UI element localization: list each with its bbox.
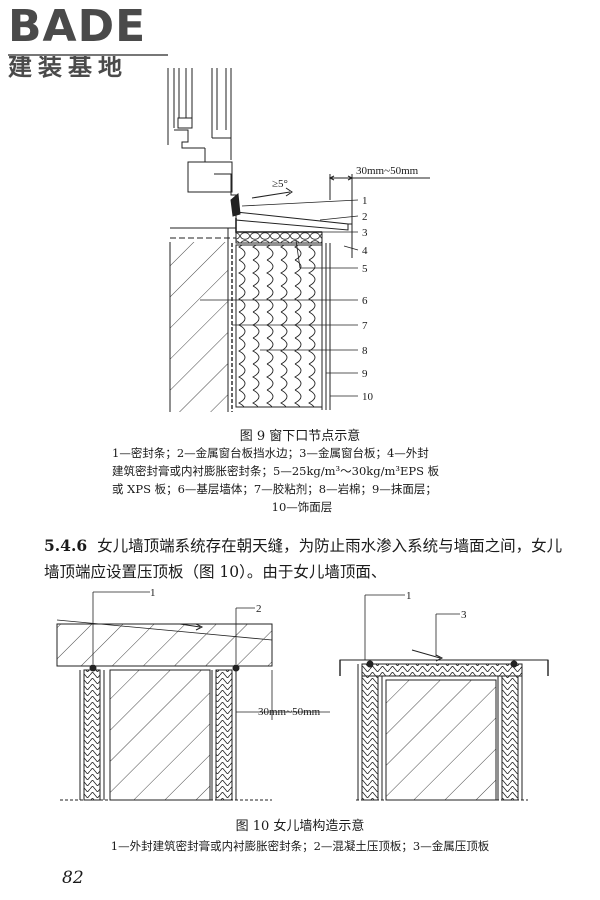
- logo-subtitle: 建装基地: [8, 53, 128, 81]
- fig10-left-callouts: 1 2 30mm~50mm: [150, 587, 321, 718]
- fig9-legend-line: 10—饰面层: [271, 500, 333, 514]
- page-number: 82: [62, 868, 84, 888]
- fig10-right-callouts: 1 3: [406, 590, 467, 621]
- slope-arrow: [251, 191, 291, 199]
- fig9-caption: 图 9 窗下口节点示意: [239, 429, 361, 444]
- fig9-callouts: 1 2 3 4 5 6 7 8 9 10 ≥5° 30mm~50mm: [272, 165, 419, 403]
- fig9-callout-10: 10: [362, 391, 374, 403]
- fig10-right-callout-1: 1: [406, 590, 412, 602]
- fig10-dimension-label: 30mm~50mm: [258, 706, 321, 718]
- fig10-right-callout-3: 3: [461, 609, 467, 621]
- logo: BADE 建装基地: [8, 1, 168, 82]
- rock-wool: [235, 244, 323, 408]
- fig9-callout-2: 2: [362, 211, 368, 223]
- fig9-callout-7: 7: [362, 320, 368, 332]
- section-number: 5.4.6: [44, 536, 88, 555]
- fig9-callout-1: 1: [362, 195, 368, 207]
- section-body: 女儿墙顶端系统存在朝天缝，为防止雨水渗入系统与墙面之间，女儿墙顶端应设置压顶板（…: [44, 537, 563, 581]
- fig9-callout-6: 6: [362, 295, 368, 307]
- fig10-left-callout-2: 2: [256, 603, 262, 615]
- fig9-callout-3: 3: [362, 227, 368, 239]
- fig9-slope-label: ≥5°: [272, 178, 288, 190]
- fig9-legend-line: 或 XPS 板；6—基层墙体；7—胶粘剂；8—岩棉；9—抹面层；: [112, 482, 437, 496]
- window-frame: [167, 68, 238, 239]
- eps-board: [235, 231, 323, 244]
- fig9-leaders: [200, 199, 359, 397]
- fig9-callout-4: 4: [362, 245, 368, 257]
- sealing-strip: [230, 192, 241, 217]
- logo-wordmark: BADE: [8, 1, 147, 52]
- fig9-callout-5: 5: [362, 263, 368, 275]
- fig9-callout-8: 8: [362, 345, 368, 357]
- fig9-dimension-label: 30mm~50mm: [356, 165, 419, 177]
- fig9-legend-line: 1—密封条；2—金属窗台板挡水边；3—金属窗台板；4—外封: [112, 446, 429, 460]
- fig9-legend: 1—密封条；2—金属窗台板挡水边；3—金属窗台板；4—外封 建筑密封膏或内衬膨胀…: [112, 444, 492, 516]
- fig9-drawing: [167, 68, 430, 412]
- base-wall: [170, 242, 228, 412]
- fig9-dimension: [328, 174, 430, 224]
- logo-divider: [8, 54, 168, 56]
- fig9-callout-9: 9: [362, 368, 368, 380]
- fig10-caption: 图 10 女儿墙构造示意: [235, 819, 365, 834]
- fig10-legend: 1—外封建筑密封膏或内衬膨胀密封条；2—混凝土压顶板；3—金属压顶板: [110, 839, 490, 853]
- fig9-legend-line: 建筑密封膏或内衬膨胀密封条；5—25kg/m³～30kg/m³EPS 板: [112, 464, 440, 478]
- fig10-right-drawing: [339, 594, 549, 801]
- fig10-left-callout-1: 1: [150, 587, 156, 599]
- fig10-left-drawing: [56, 591, 330, 801]
